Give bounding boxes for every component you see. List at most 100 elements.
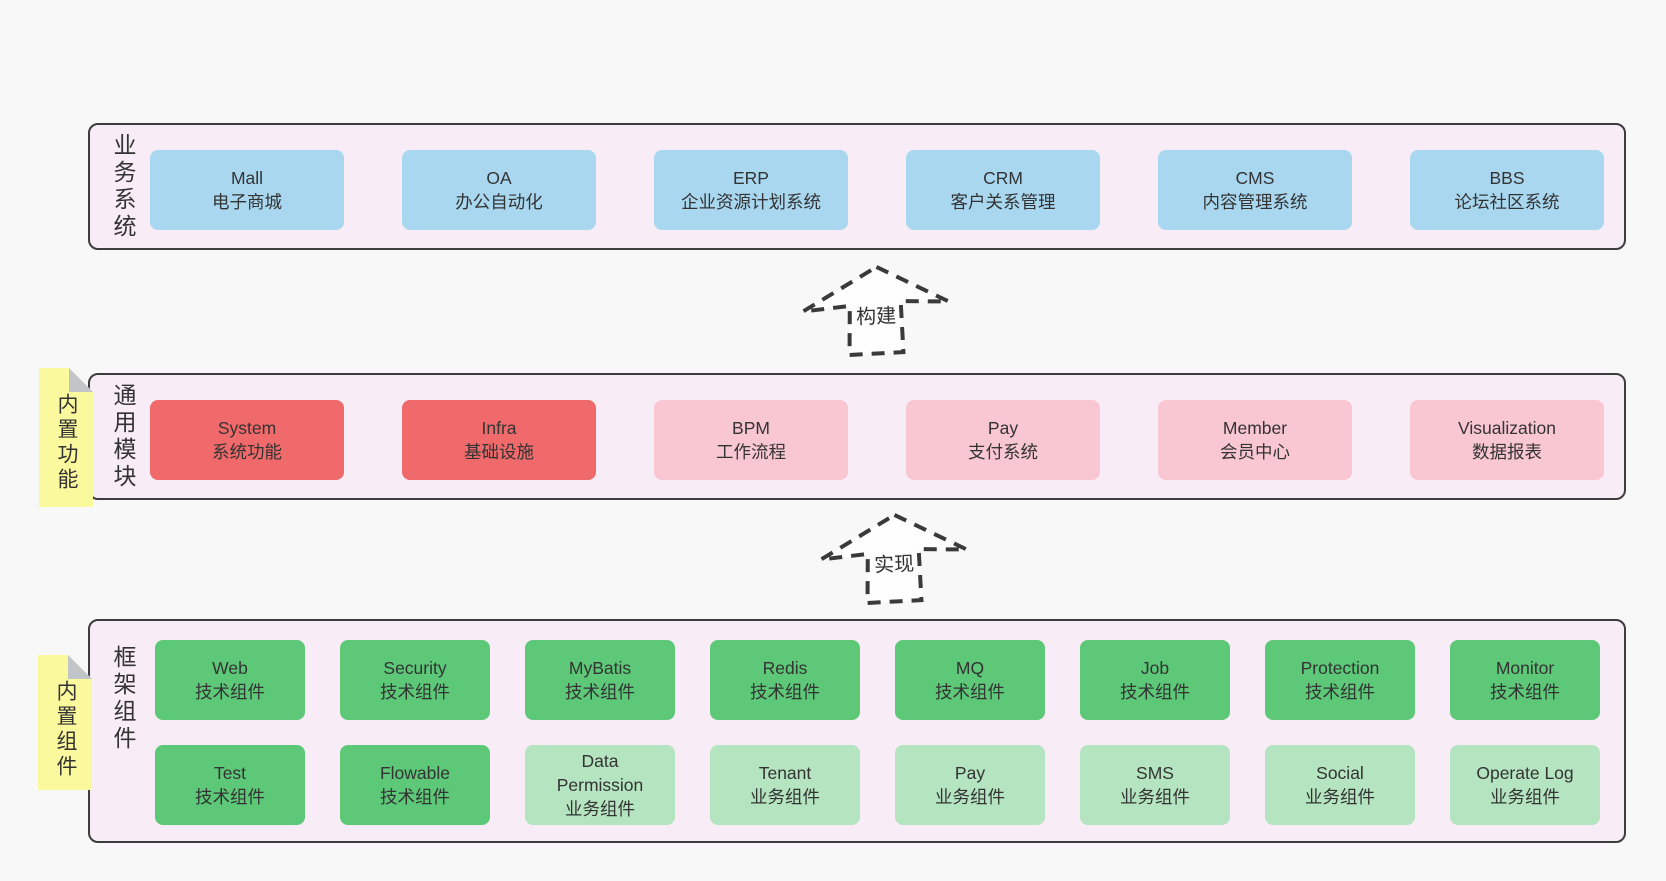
layer-common-modules: 通用模块 System 系统功能 Infra 基础设施 BPM 工作流程 Pay… xyxy=(88,373,1626,500)
box-monitor: Monitor 技术组件 xyxy=(1450,640,1600,720)
box-subtitle: 业务组件 xyxy=(565,799,635,819)
box-title: Test xyxy=(213,763,247,783)
box-subtitle: 基础设施 xyxy=(464,442,534,462)
box-title: Pay xyxy=(987,418,1019,438)
box-title: Visualization xyxy=(1458,418,1556,438)
box-title: MQ xyxy=(955,658,985,678)
box-title: Operate Log xyxy=(1476,763,1574,783)
sticky-note-label: 内置功能 xyxy=(55,393,78,493)
sticky-note-built-in-features: 内置功能 xyxy=(39,368,93,507)
box-subtitle: 论坛社区系统 xyxy=(1454,192,1560,212)
box-title: ERP xyxy=(733,168,769,188)
box-title: BPM xyxy=(732,418,770,438)
box-title: BBS xyxy=(1489,168,1525,188)
box-crm: CRM 客户关系管理 xyxy=(906,150,1100,230)
arrow-build-label: 构建 xyxy=(852,299,900,330)
box-protection: Protection 技术组件 xyxy=(1265,640,1415,720)
box-title: Redis xyxy=(762,658,808,678)
box-redis: Redis 技术组件 xyxy=(710,640,860,720)
box-title: Flowable xyxy=(379,763,451,783)
box-infra: Infra 基础设施 xyxy=(402,400,596,480)
box-subtitle: 技术组件 xyxy=(380,787,450,807)
box-cms: CMS 内容管理系统 xyxy=(1158,150,1352,230)
box-title: Member xyxy=(1222,418,1288,438)
box-subtitle: 技术组件 xyxy=(750,682,820,702)
box-subtitle: 业务组件 xyxy=(750,787,820,807)
box-operate-log: Operate Log 业务组件 xyxy=(1450,745,1600,825)
box-subtitle: 技术组件 xyxy=(195,682,265,702)
box-title: OA xyxy=(486,168,512,188)
box-pay-component: Pay 业务组件 xyxy=(895,745,1045,825)
common-modules-row: System 系统功能 Infra 基础设施 BPM 工作流程 Pay 支付系统… xyxy=(150,400,1604,480)
box-pay-module: Pay 支付系统 xyxy=(906,400,1100,480)
box-subtitle: 技术组件 xyxy=(195,787,265,807)
box-flowable: Flowable 技术组件 xyxy=(340,745,490,825)
layer-label-business-systems: 业务系统 xyxy=(110,132,136,241)
box-subtitle: 工作流程 xyxy=(716,442,786,462)
layer-label-common-modules: 通用模块 xyxy=(110,382,136,491)
arrow-implement: 实现 xyxy=(814,509,973,608)
box-title: Mall xyxy=(230,168,264,188)
box-title: Web xyxy=(212,658,248,678)
box-bbs: BBS 论坛社区系统 xyxy=(1410,150,1604,230)
box-subtitle: 业务组件 xyxy=(935,787,1005,807)
box-subtitle: 办公自动化 xyxy=(455,192,543,212)
layer-label-framework-components: 框架组件 xyxy=(110,645,136,753)
framework-components-row-2: Test 技术组件 Flowable 技术组件 Data Permission … xyxy=(155,745,1600,825)
box-title: Social xyxy=(1316,763,1364,783)
arrow-build: 构建 xyxy=(796,261,955,360)
box-subtitle: 技术组件 xyxy=(380,682,450,702)
box-system: System 系统功能 xyxy=(150,400,344,480)
box-title: Pay xyxy=(954,763,986,783)
box-subtitle: 企业资源计划系统 xyxy=(681,192,821,212)
box-subtitle: 客户关系管理 xyxy=(950,192,1056,212)
box-job: Job 技术组件 xyxy=(1080,640,1230,720)
box-title: CMS xyxy=(1235,168,1275,188)
box-subtitle: 技术组件 xyxy=(935,682,1005,702)
box-visualization: Visualization 数据报表 xyxy=(1410,400,1604,480)
box-subtitle: 业务组件 xyxy=(1490,787,1560,807)
box-title: MyBatis xyxy=(568,658,632,678)
box-tenant: Tenant 业务组件 xyxy=(710,745,860,825)
box-subtitle: 技术组件 xyxy=(1305,682,1375,702)
box-title: Data Permission xyxy=(556,751,644,795)
box-subtitle: 业务组件 xyxy=(1305,787,1375,807)
box-title: Protection xyxy=(1300,658,1380,678)
box-mq: MQ 技术组件 xyxy=(895,640,1045,720)
box-subtitle: 技术组件 xyxy=(565,682,635,702)
box-mall: Mall 电子商城 xyxy=(150,150,344,230)
box-title: System xyxy=(217,418,277,438)
sticky-note-label: 内置组件 xyxy=(54,680,77,780)
box-oa: OA 办公自动化 xyxy=(402,150,596,230)
box-subtitle: 技术组件 xyxy=(1490,682,1560,702)
business-systems-row: Mall 电子商城 OA 办公自动化 ERP 企业资源计划系统 CRM 客户关系… xyxy=(150,150,1604,230)
box-web: Web 技术组件 xyxy=(155,640,305,720)
box-subtitle: 内容管理系统 xyxy=(1202,192,1308,212)
box-subtitle: 业务组件 xyxy=(1120,787,1190,807)
box-erp: ERP 企业资源计划系统 xyxy=(654,150,848,230)
framework-components-row-1: Web 技术组件 Security 技术组件 MyBatis 技术组件 Redi… xyxy=(155,640,1600,720)
box-data-permission: Data Permission 业务组件 xyxy=(525,745,675,825)
box-title: Monitor xyxy=(1495,658,1555,678)
layer-framework-components: 框架组件 Web 技术组件 Security 技术组件 MyBatis 技术组件… xyxy=(88,619,1626,843)
box-test: Test 技术组件 xyxy=(155,745,305,825)
box-title: Infra xyxy=(481,418,517,438)
box-social: Social 业务组件 xyxy=(1265,745,1415,825)
box-member: Member 会员中心 xyxy=(1158,400,1352,480)
box-subtitle: 电子商城 xyxy=(212,192,282,212)
box-title: Security xyxy=(383,658,447,678)
box-subtitle: 技术组件 xyxy=(1120,682,1190,702)
box-bpm: BPM 工作流程 xyxy=(654,400,848,480)
box-security: Security 技术组件 xyxy=(340,640,490,720)
box-subtitle: 会员中心 xyxy=(1220,442,1290,462)
box-sms: SMS 业务组件 xyxy=(1080,745,1230,825)
box-subtitle: 支付系统 xyxy=(968,442,1038,462)
box-title: SMS xyxy=(1136,763,1174,783)
box-mybatis: MyBatis 技术组件 xyxy=(525,640,675,720)
arrow-implement-label: 实现 xyxy=(870,547,918,578)
box-title: CRM xyxy=(983,168,1023,188)
box-title: Tenant xyxy=(758,763,812,783)
layer-business-systems: 业务系统 Mall 电子商城 OA 办公自动化 ERP 企业资源计划系统 CRM… xyxy=(88,123,1626,250)
box-subtitle: 系统功能 xyxy=(212,442,282,462)
